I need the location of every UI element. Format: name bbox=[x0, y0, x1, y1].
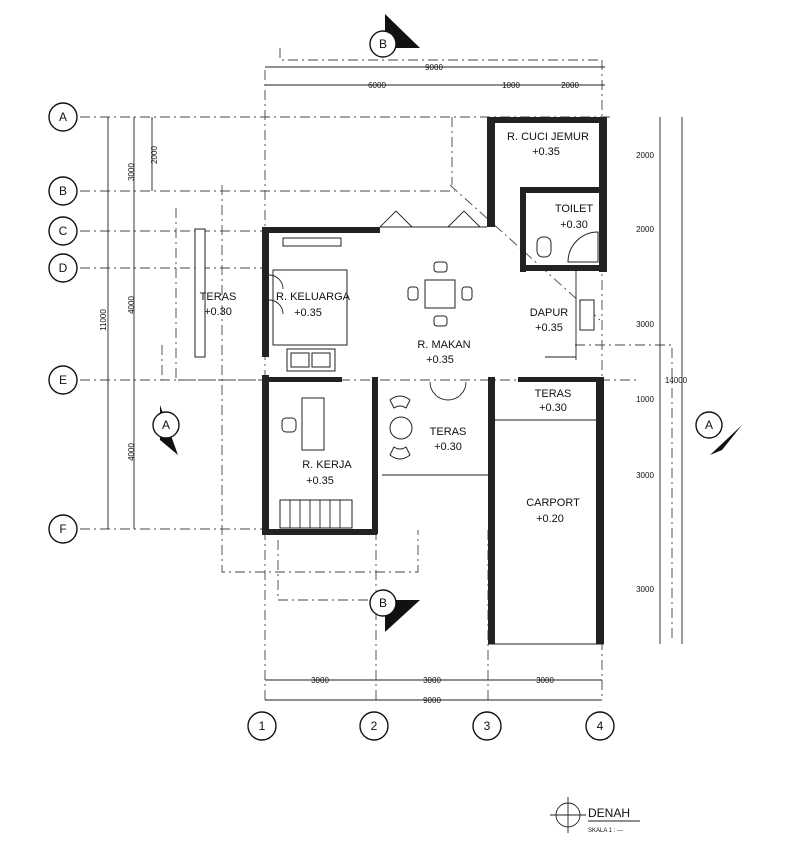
dim-right-total: 14000 bbox=[665, 376, 688, 385]
dim-bottom-a: 3000 bbox=[311, 676, 329, 685]
dim-left-5: 4000 bbox=[127, 443, 136, 461]
room-toilet-name: TOILET bbox=[555, 203, 594, 215]
title-block: DENAH SKALA 1 : --- bbox=[550, 797, 640, 834]
room-cuci-jemur-level: +0.35 bbox=[532, 146, 560, 158]
drawing-scale: SKALA 1 : --- bbox=[588, 828, 623, 834]
grid-row-a: A bbox=[59, 110, 67, 124]
grid-row-d: D bbox=[59, 261, 68, 275]
room-toilet-level: +0.30 bbox=[560, 219, 588, 231]
room-kerja-name: R. KERJA bbox=[302, 459, 352, 471]
grid-row-f: F bbox=[59, 522, 66, 536]
room-dapur-level: +0.35 bbox=[535, 322, 563, 334]
dim-bottom-c: 3000 bbox=[536, 676, 554, 685]
grid-row-e: E bbox=[59, 373, 67, 387]
room-carport-name: CARPORT bbox=[526, 497, 580, 509]
dim-bottom-b: 3000 bbox=[423, 676, 441, 685]
room-kerja-level: +0.35 bbox=[306, 475, 334, 487]
dim-right-6: 3000 bbox=[636, 585, 654, 594]
row-grid-bubbles: A B C D E F bbox=[48, 102, 78, 544]
dim-left-2: 3000 bbox=[127, 163, 136, 181]
grid-col-2: 2 bbox=[371, 719, 378, 733]
room-cuci-jemur-name: R. CUCI JEMUR bbox=[507, 131, 589, 143]
dim-left-1: 2000 bbox=[150, 146, 159, 164]
room-teras-left-level: +0.30 bbox=[204, 306, 232, 318]
room-teras-left-name: TERAS bbox=[200, 291, 237, 303]
section-a-left-label: A bbox=[162, 418, 170, 432]
dim-left-4: 11000 bbox=[99, 309, 108, 331]
grid-col-3: 3 bbox=[484, 719, 491, 733]
dim-right-4: 1000 bbox=[636, 395, 654, 404]
room-makan-name: R. MAKAN bbox=[417, 339, 470, 351]
room-teras-right-level: +0.30 bbox=[539, 402, 567, 414]
room-keluarga-name: R. KELUARGA bbox=[276, 291, 351, 303]
dim-right-3: 3000 bbox=[636, 320, 654, 329]
section-a-right-label: A bbox=[705, 418, 713, 432]
column-grid-bubbles: 1 2 3 4 bbox=[247, 711, 615, 741]
dim-right-5: 3000 bbox=[636, 471, 654, 480]
room-dapur-name: DAPUR bbox=[530, 307, 569, 319]
room-teras-right-name: TERAS bbox=[535, 388, 572, 400]
room-labels: R. CUCI JEMUR +0.35 TOILET +0.30 TERAS +… bbox=[200, 131, 594, 525]
room-keluarga-level: +0.35 bbox=[294, 307, 322, 319]
grid-col-4: 4 bbox=[597, 719, 604, 733]
dim-top-total: 9000 bbox=[425, 63, 443, 72]
dim-bottom-total: 9000 bbox=[423, 696, 441, 705]
furniture bbox=[194, 210, 599, 529]
grid-row-c: C bbox=[59, 224, 68, 238]
section-b-bottom-label: B bbox=[379, 596, 387, 610]
room-teras-mid-name: TERAS bbox=[430, 426, 467, 438]
dim-right-2: 2000 bbox=[636, 225, 654, 234]
section-markers: B B A A bbox=[152, 14, 742, 632]
dim-top-c: 2000 bbox=[561, 81, 579, 90]
drawing-title: DENAH bbox=[588, 806, 630, 820]
dim-right-1: 2000 bbox=[636, 151, 654, 160]
grid-row-b: B bbox=[59, 184, 67, 198]
dim-top-b: 1000 bbox=[502, 81, 520, 90]
dim-top-a: 6000 bbox=[368, 81, 386, 90]
room-makan-level: +0.35 bbox=[426, 354, 454, 366]
dimension-labels: 9000 6000 1000 2000 3000 3000 3000 9000 … bbox=[99, 63, 688, 705]
dimension-lines bbox=[107, 66, 683, 701]
section-b-top-label: B bbox=[379, 37, 387, 51]
walls bbox=[262, 117, 607, 645]
room-teras-mid-level: +0.30 bbox=[434, 441, 462, 453]
grid-col-1: 1 bbox=[259, 719, 266, 733]
dim-left-3: 4000 bbox=[127, 296, 136, 314]
room-carport-level: +0.20 bbox=[536, 513, 564, 525]
